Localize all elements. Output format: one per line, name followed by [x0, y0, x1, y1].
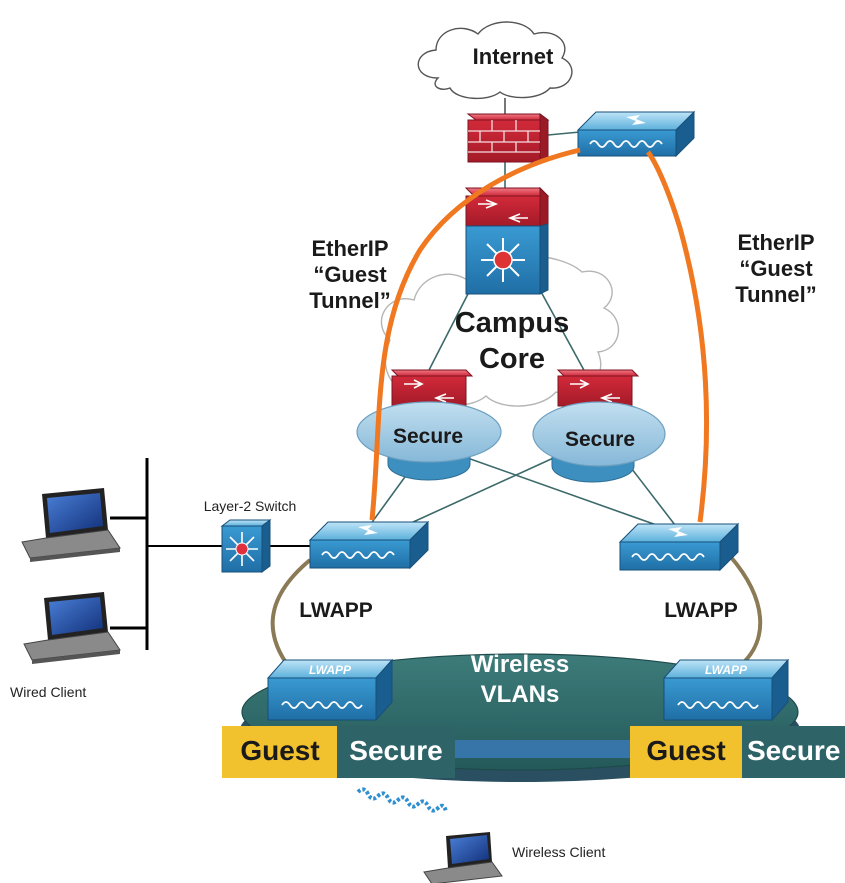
tunnel-right-line-3: Tunnel”: [735, 282, 816, 307]
link-core-to-left-dist: [427, 289, 471, 373]
tunnel-right-line-1: EtherIP: [737, 230, 814, 255]
wlan-controller-left: [308, 520, 430, 570]
tunnel-left-line-3: Tunnel”: [309, 288, 390, 313]
secure-tag-left: Secure: [349, 735, 442, 766]
internet-cloud: Internet: [417, 21, 573, 99]
ssid-tags-left: Guest Secure: [222, 726, 455, 778]
internet-label: Internet: [473, 44, 554, 69]
lwapp-right-label: LWAPP: [664, 599, 738, 622]
wireless-vlans-label-1: Wireless: [471, 651, 570, 678]
link-right-dist-to-left-ctrl: [399, 454, 561, 529]
links: [369, 131, 676, 529]
secure-left-label: Secure: [393, 425, 463, 448]
ap-left-brand: LWAPP: [309, 663, 352, 677]
ap-right-brand: LWAPP: [705, 663, 748, 677]
distribution-switch-right: [556, 369, 640, 407]
layer2-switch: [220, 519, 272, 573]
secure-zone-left: Secure: [356, 401, 502, 481]
wired-laptop-top: [21, 488, 121, 562]
wireless-signal: [356, 787, 448, 813]
core-switch: [464, 186, 550, 295]
tunnel-right-line-2: “Guest: [739, 256, 813, 281]
wireless-laptop: [423, 832, 503, 883]
edge-firewall: [466, 113, 550, 163]
link-right-dist-to-right-ctrl: [624, 459, 676, 526]
link-core-to-right-dist: [539, 289, 586, 373]
access-point-right: LWAPP: [662, 658, 790, 722]
guest-tunnel-left: [369, 147, 581, 521]
guest-tag-left: Guest: [240, 735, 319, 766]
tunnel-label-left: EtherIP “Guest Tunnel”: [309, 236, 390, 313]
secure-tag-right-bg: [742, 726, 845, 778]
layer2-switch-label: Layer-2 Switch: [204, 498, 297, 514]
guest-anchor-controller: [576, 110, 696, 158]
link-left-dist-to-right-ctrl: [444, 449, 666, 529]
distribution-switch-left: [390, 369, 474, 407]
link-left-dist-to-left-ctrl: [369, 469, 411, 526]
ssid-tags-right: Guest Secure: [630, 726, 845, 778]
guest-tag-left-bg: [222, 726, 337, 778]
secure-tag-right: Secure: [747, 735, 840, 766]
campus-core-label-2: Core: [479, 343, 545, 375]
wired-lan: [110, 458, 312, 650]
tunnel-left-line-1: EtherIP: [311, 236, 388, 261]
guest-tunnel-right: [645, 150, 710, 523]
guest-tag-right-bg: [630, 726, 742, 778]
wlan-controller-right: [618, 522, 740, 572]
lwapp-link-right: [728, 554, 763, 666]
secure-zone-right: Secure: [532, 401, 666, 483]
guest-tag-right: Guest: [646, 735, 725, 766]
wired-laptop-bottom: [23, 592, 121, 664]
secure-right-label: Secure: [565, 428, 635, 451]
wired-client-label: Wired Client: [10, 684, 86, 700]
secure-tag-left-bg: [337, 726, 455, 778]
lwapp-left-label: LWAPP: [299, 599, 373, 622]
guest-tunnels: [369, 147, 710, 523]
tunnel-label-right: EtherIP “Guest Tunnel”: [735, 230, 816, 307]
wireless-vlans-label-2: VLANs: [481, 681, 560, 708]
access-point-left: LWAPP: [266, 658, 394, 722]
link-fw-to-guest-controller: [547, 131, 581, 136]
campus-core-label-1: Campus: [455, 307, 569, 339]
tunnel-left-line-2: “Guest: [313, 262, 387, 287]
wireless-client-label: Wireless Client: [512, 844, 605, 860]
